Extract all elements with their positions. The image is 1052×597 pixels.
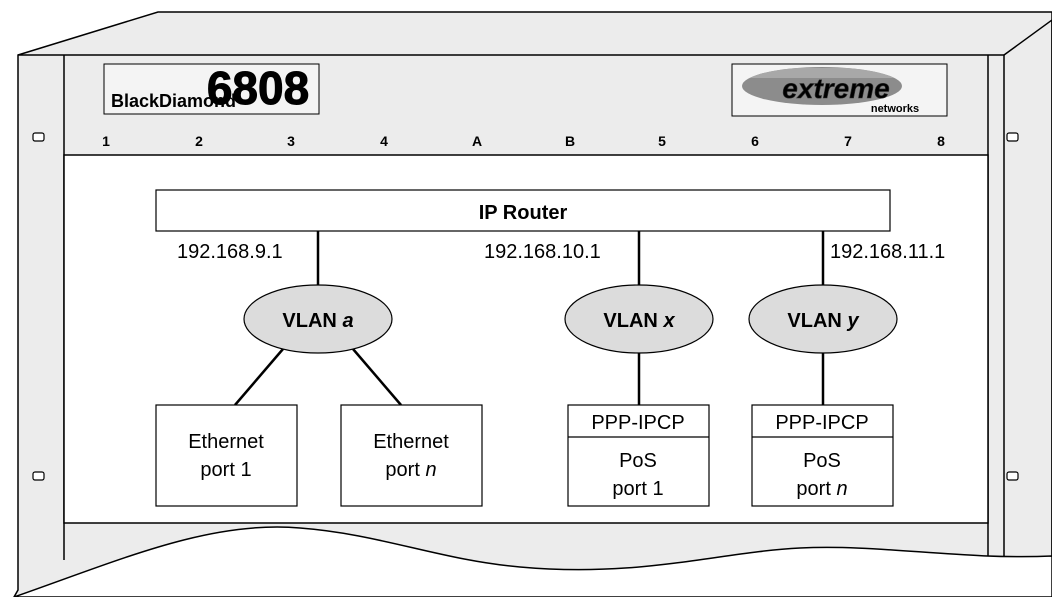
protocol-label: PPP-IPCP bbox=[591, 412, 684, 434]
port-type-label: Ethernet bbox=[373, 431, 449, 453]
port-id-label: port 1 bbox=[200, 459, 251, 481]
connectors bbox=[234, 231, 825, 406]
extreme-networks-logo: extreme networks bbox=[731, 63, 948, 117]
cutaway-edge bbox=[13, 526, 1052, 597]
port-id-label: port 1 bbox=[612, 478, 663, 500]
ethernet-port-n-box bbox=[340, 404, 483, 507]
slot-label: 6 bbox=[751, 133, 759, 149]
pos-port-1-box bbox=[567, 404, 710, 507]
interface-ip: 192.168.9.1 bbox=[177, 241, 283, 263]
vlan-y-node bbox=[748, 284, 898, 354]
mount-hole-top-right bbox=[1006, 132, 1019, 142]
vlan-x-node bbox=[564, 284, 714, 354]
mount-hole-bottom-right bbox=[1006, 471, 1019, 481]
port-id-label: port n bbox=[385, 459, 436, 481]
mount-hole-bottom-left bbox=[32, 471, 45, 481]
right-rack-ear bbox=[1003, 19, 1052, 556]
brand-name: BlackDiamond bbox=[111, 91, 236, 111]
slot-label: B bbox=[565, 133, 575, 149]
ip-router-label: IP Router bbox=[479, 202, 568, 224]
blackdiamond-logo: 6808 BlackDiamond bbox=[103, 62, 320, 115]
slot-label: 7 bbox=[844, 133, 852, 149]
port-id-label: port n bbox=[796, 478, 847, 500]
vlan-a-node bbox=[243, 284, 393, 354]
model-number: 6808 bbox=[207, 62, 309, 114]
vlan-x-label: VLAN x bbox=[603, 310, 675, 332]
port-type-label: PoS bbox=[619, 450, 657, 472]
slot-label: 3 bbox=[287, 133, 295, 149]
interface-ip: 192.168.11.1 bbox=[830, 241, 945, 263]
protocol-label: PPP-IPCP bbox=[775, 412, 868, 434]
slot-label: 1 bbox=[102, 133, 110, 149]
slot-label: 4 bbox=[380, 133, 388, 149]
slot-label: 2 bbox=[195, 133, 203, 149]
vlan-a-label: VLAN a bbox=[282, 310, 353, 332]
vendor-logo-main: extreme bbox=[782, 73, 889, 104]
vendor-logo-sub: networks bbox=[871, 103, 919, 115]
port-type-label: Ethernet bbox=[188, 431, 264, 453]
vlan-y-label: VLAN y bbox=[787, 310, 859, 332]
slot-label: 8 bbox=[937, 133, 945, 149]
slot-label: A bbox=[472, 133, 482, 149]
ethernet-port-1-box bbox=[155, 404, 298, 507]
slot-label: 5 bbox=[658, 133, 666, 149]
ip-router-box bbox=[155, 189, 891, 232]
port-type-label: PoS bbox=[803, 450, 841, 472]
pos-port-n-box bbox=[751, 404, 894, 507]
mount-hole-top-left bbox=[32, 132, 45, 142]
interface-ip: 192.168.10.1 bbox=[484, 241, 601, 263]
